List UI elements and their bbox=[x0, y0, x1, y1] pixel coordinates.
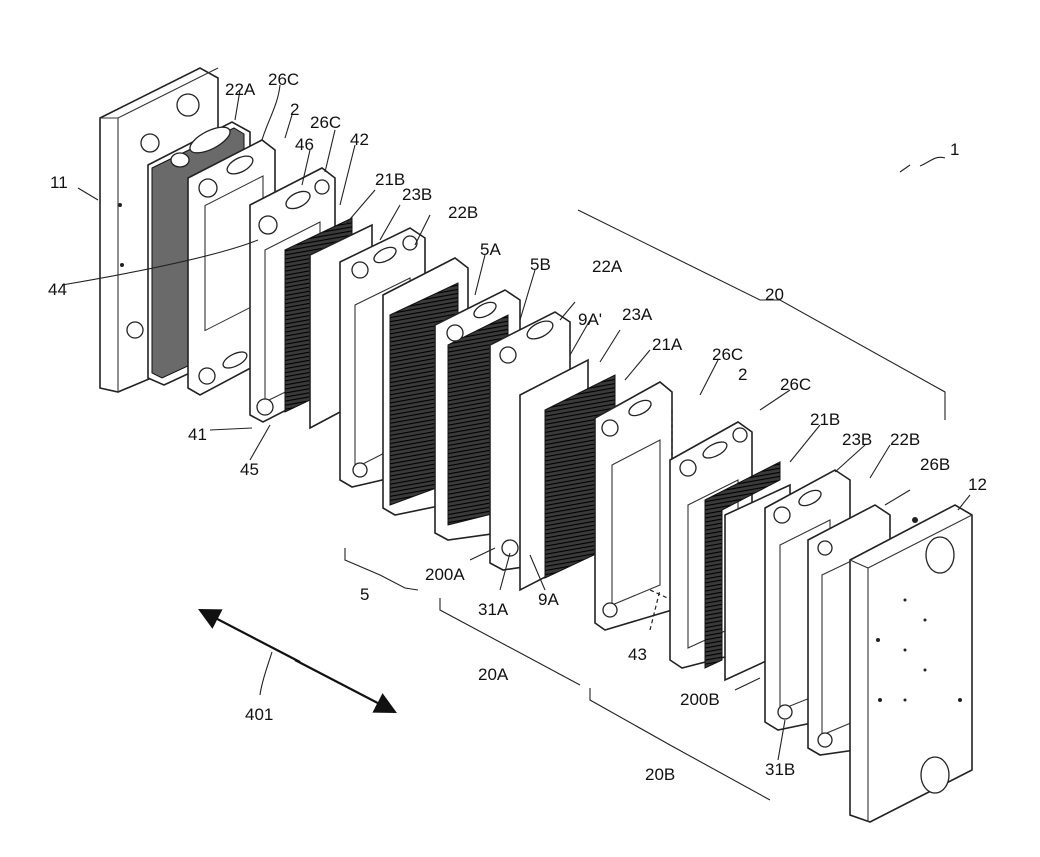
label-23B-right: 23B bbox=[842, 430, 872, 449]
label-11: 11 bbox=[50, 173, 68, 192]
label-5B: 5B bbox=[530, 255, 551, 274]
label-21B-left: 21B bbox=[375, 170, 405, 189]
end-plate-12 bbox=[850, 505, 972, 822]
label-44: 44 bbox=[48, 280, 67, 299]
plate-26C-right bbox=[595, 382, 672, 630]
label-401: 401 bbox=[245, 705, 273, 724]
label-20B: 20B bbox=[645, 765, 675, 784]
label-26C-second: 26C bbox=[310, 113, 341, 132]
label-23B-left: 23B bbox=[402, 185, 432, 204]
label-23A: 23A bbox=[622, 305, 653, 324]
label-22B-right: 22B bbox=[890, 430, 920, 449]
label-46: 46 bbox=[295, 135, 314, 154]
label-200B: 200B bbox=[680, 690, 720, 709]
label-22A-top: 22A bbox=[225, 80, 256, 99]
label-2-top: 2 bbox=[290, 100, 299, 119]
label-20: 20 bbox=[765, 285, 784, 304]
label-21A: 21A bbox=[652, 335, 683, 354]
label-31B: 31B bbox=[765, 760, 795, 779]
label-22B-left: 22B bbox=[448, 203, 478, 222]
label-200A: 200A bbox=[425, 565, 465, 584]
label-22A-mid: 22A bbox=[592, 257, 623, 276]
label-9A: 9A bbox=[538, 590, 559, 609]
label-26C-right: 26C bbox=[712, 345, 743, 364]
label-26C-far: 26C bbox=[780, 375, 811, 394]
label-42: 42 bbox=[350, 130, 369, 149]
label-26C-top: 26C bbox=[268, 70, 299, 89]
label-45: 45 bbox=[240, 460, 259, 479]
direction-arrow-401 bbox=[200, 610, 395, 712]
label-20A: 20A bbox=[478, 665, 509, 684]
label-5A: 5A bbox=[480, 240, 501, 259]
label-31A: 31A bbox=[478, 600, 509, 619]
label-26B: 26B bbox=[920, 455, 950, 474]
label-41: 41 bbox=[188, 425, 207, 444]
label-21B-right: 21B bbox=[810, 410, 840, 429]
label-1: 1 bbox=[950, 140, 959, 159]
label-12: 12 bbox=[968, 475, 987, 494]
label-9A-prime: 9A' bbox=[578, 310, 602, 329]
label-2-right: 2 bbox=[738, 365, 747, 384]
label-43: 43 bbox=[628, 645, 647, 664]
label-5: 5 bbox=[360, 585, 369, 604]
